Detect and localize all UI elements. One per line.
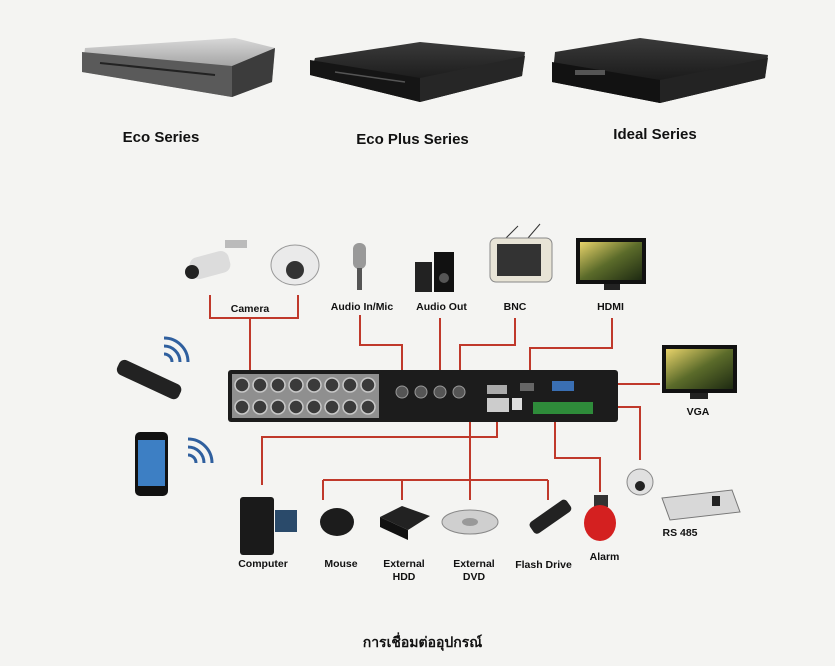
bnc-port [270, 399, 286, 415]
crt-tv-image [489, 223, 553, 283]
eco-plus-series-dvr-image [310, 42, 525, 102]
bnc-port [234, 377, 250, 393]
ideal-series-dvr-image [552, 38, 768, 103]
hdmi-label: HDMI [597, 301, 624, 313]
microphone-image [353, 243, 366, 290]
bnc-port-group [234, 377, 376, 415]
remote-control-image [116, 359, 182, 400]
bnc-port [360, 399, 376, 415]
vga-label: VGA [686, 406, 710, 418]
mouse-image [320, 508, 354, 536]
eco-series-dvr-image [82, 38, 275, 97]
ptz-keyboard-image [661, 489, 741, 521]
camera-label: Camera [230, 303, 270, 315]
wireless-signal-icon [163, 336, 190, 363]
smartphone-image [135, 432, 168, 496]
bnc-port [306, 399, 322, 415]
dome-camera-image [270, 244, 320, 286]
series-label-eco-plus: Eco Plus Series [356, 131, 469, 148]
series-label-ideal: Ideal Series [613, 126, 697, 143]
bnc-port [252, 399, 268, 415]
bnc-port [324, 399, 340, 415]
bnc-port [324, 377, 340, 393]
bnc-port [288, 377, 304, 393]
wireless-signal-icon [187, 437, 214, 464]
vga-monitor-image [662, 345, 737, 399]
bnc-port [234, 399, 250, 415]
flash-drive-label: Flash Drive [515, 559, 572, 571]
bnc-port [306, 377, 322, 393]
bullet-camera-image [185, 240, 247, 280]
alarm-label: Alarm [589, 551, 620, 563]
series-label-eco: Eco Series [122, 129, 200, 146]
mouse-label: Mouse [324, 558, 358, 570]
bnc-label: BNC [503, 301, 527, 313]
external-hdd-image [380, 506, 430, 540]
bnc-port [270, 377, 286, 393]
rear-ports [395, 381, 593, 414]
ptz-camera-image [626, 468, 654, 496]
external-dvd-image [441, 509, 499, 535]
flash-drive-image [529, 499, 572, 534]
alarm-siren-image [584, 495, 616, 541]
computer-label: Computer [238, 558, 288, 570]
speakers-image [415, 252, 454, 292]
external-hdd-label: External HDD [383, 558, 425, 583]
bnc-port [360, 377, 376, 393]
bnc-port [342, 399, 358, 415]
bnc-port [288, 399, 304, 415]
caption: การเชื่อมต่ออุปกรณ์ [362, 635, 483, 651]
rs485-label: RS 485 [662, 527, 698, 539]
audio-in-label: Audio In/Mic [330, 301, 394, 313]
audio-out-label: Audio Out [416, 301, 467, 313]
hdmi-monitor-image [576, 238, 646, 290]
computer-image [240, 497, 297, 555]
external-dvd-label: External DVD [453, 558, 495, 583]
bnc-port [252, 377, 268, 393]
bnc-port [342, 377, 358, 393]
